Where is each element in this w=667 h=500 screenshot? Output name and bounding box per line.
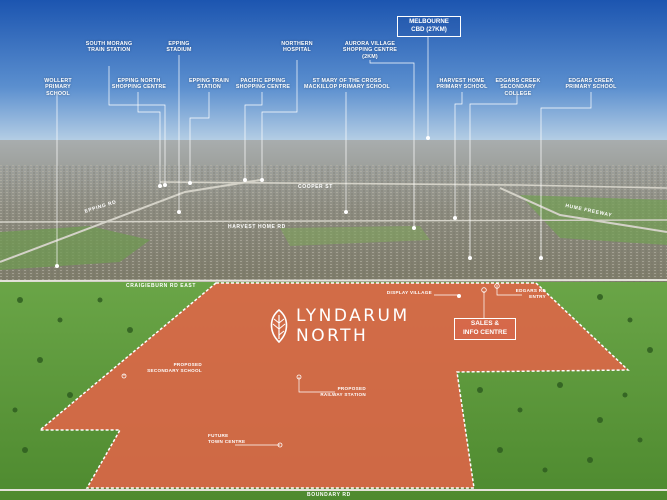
marker-sales[interactable]: [481, 287, 487, 293]
display-village-label: DISPLAY VILLAGE: [386, 290, 432, 295]
cooper-street: [159, 181, 667, 189]
leader-pacific: [244, 92, 263, 180]
railway-station-label: PROPOSED RAILWAY STATION: [320, 386, 366, 397]
marker-northern-hospital[interactable]: [260, 178, 264, 182]
poi-edgars-creek-primary: EDGARS CREEK PRIMARY SCHOOL: [565, 78, 617, 91]
leaf-icon: [270, 309, 288, 343]
poi-south-morang-station: SOUTH MORANG TRAIN STATION: [85, 41, 133, 54]
secondary-school-label: PROPOSED SECONDARY SCHOOL: [147, 362, 202, 373]
leader-lines: [56, 36, 592, 446]
marker-cbd[interactable]: [426, 136, 430, 140]
leader-epping-north: [137, 92, 161, 186]
marker-south-morang[interactable]: [163, 183, 167, 187]
road-label-cooper: COOPER ST: [298, 184, 333, 190]
poi-epping-north-sc: EPPING NORTH SHOPPING CENTRE: [111, 78, 167, 91]
sales-info-centre-label[interactable]: SALES & INFO CENTRE: [454, 318, 516, 340]
poi-edgars-creek-secondary: EDGARS CREEK SECONDARY COLLEGE: [495, 78, 541, 97]
sky: [0, 0, 667, 145]
green-patch: [280, 226, 430, 246]
poi-epping-train-station: EPPING TRAIN STATION: [188, 78, 230, 91]
road-label-craigieburn: CRAIGIEBURN RD EAST: [126, 283, 197, 289]
brand-name: LYNDARUM NORTH: [296, 306, 410, 346]
road-label-harvest-home: HARVEST HOME RD: [228, 224, 286, 230]
poi-wollert-primary: WOLLERT PRIMARY SCHOOL: [44, 78, 72, 97]
leader-harvest-home: [454, 92, 463, 218]
markers: [55, 136, 543, 448]
marker-edgars-secondary[interactable]: [468, 256, 472, 260]
leader-aurora: [369, 60, 415, 228]
poi-epping-stadium: EPPING STADIUM: [166, 41, 192, 54]
road-label-boundary: BOUNDARY RD: [307, 492, 351, 498]
harvest-home-road: [0, 219, 667, 223]
marker-town-centre[interactable]: [277, 442, 283, 448]
leader-railway: [298, 377, 335, 393]
town-centre-label: FUTURE TOWN CENTRE: [208, 433, 246, 444]
poi-aurora-village: AURORA VILLAGE SHOPPING CENTRE (2KM): [342, 41, 398, 60]
marker-aurora[interactable]: [412, 226, 416, 230]
marker-railway[interactable]: [296, 374, 302, 380]
marker-epping-train[interactable]: [188, 181, 192, 185]
marker-st-mary[interactable]: [344, 210, 348, 214]
marker-pacific[interactable]: [243, 178, 247, 182]
cbd-label: MELBOURNE CBD (27KM): [397, 16, 461, 37]
marker-edgars-primary[interactable]: [539, 256, 543, 260]
hume-freeway: [499, 187, 667, 233]
marker-display-village[interactable]: [457, 294, 461, 298]
poi-st-mary: ST MARY OF THE CROSS MACKILLOP PRIMARY S…: [304, 78, 390, 91]
epping-road: [0, 179, 261, 263]
marker-epping-stadium[interactable]: [177, 210, 181, 214]
leader-epping-train: [189, 92, 210, 183]
poi-northern-hospital: NORTHERN HOSPITAL: [281, 41, 313, 54]
poi-harvest-home-primary: HARVEST HOME PRIMARY SCHOOL: [436, 78, 488, 91]
leader-northern-hospital: [261, 60, 298, 180]
brand-logo: LYNDARUM NORTH: [268, 306, 410, 346]
leader-south-morang: [108, 66, 166, 185]
leader-edgars-primary: [540, 92, 592, 258]
trees: [12, 294, 653, 473]
marker-wollert[interactable]: [55, 264, 59, 268]
marker-epping-north[interactable]: [158, 184, 162, 188]
entry-label: EDGARS RD ENTRY: [515, 288, 546, 299]
marker-harvest-home[interactable]: [453, 216, 457, 220]
leader-edgars-secondary: [469, 92, 518, 258]
green-patch: [0, 226, 150, 270]
marker-entry[interactable]: [494, 283, 500, 289]
marker-secondary[interactable]: [121, 373, 127, 379]
craigieburn-road: [0, 279, 667, 282]
poi-pacific-epping: PACIFIC EPPING SHOPPING CENTRE: [235, 78, 291, 91]
site-boundary[interactable]: [37, 282, 630, 489]
